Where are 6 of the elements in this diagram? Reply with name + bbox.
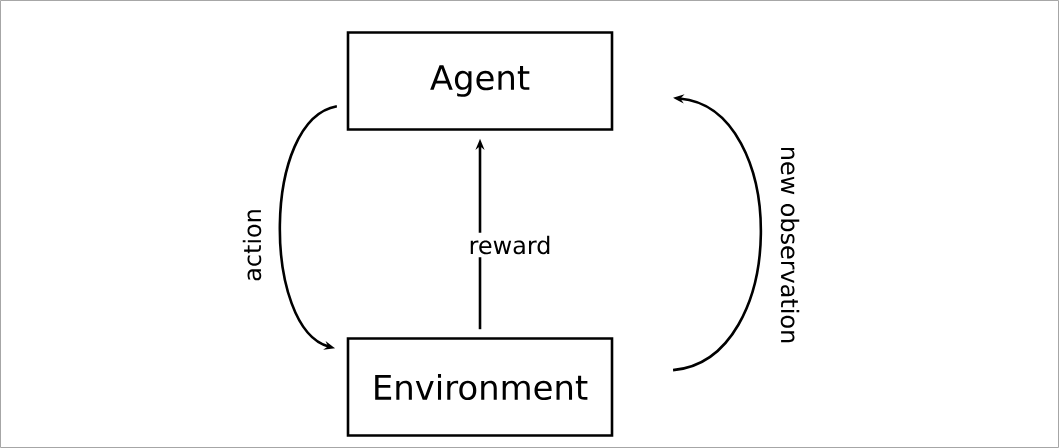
edge-label: reward bbox=[465, 232, 555, 258]
process-box: Environment bbox=[346, 337, 614, 437]
edge-label: new observation bbox=[777, 142, 803, 348]
arrow bbox=[278, 105, 338, 350]
edge-label: action bbox=[239, 205, 265, 285]
process-box: Agent bbox=[346, 31, 614, 131]
